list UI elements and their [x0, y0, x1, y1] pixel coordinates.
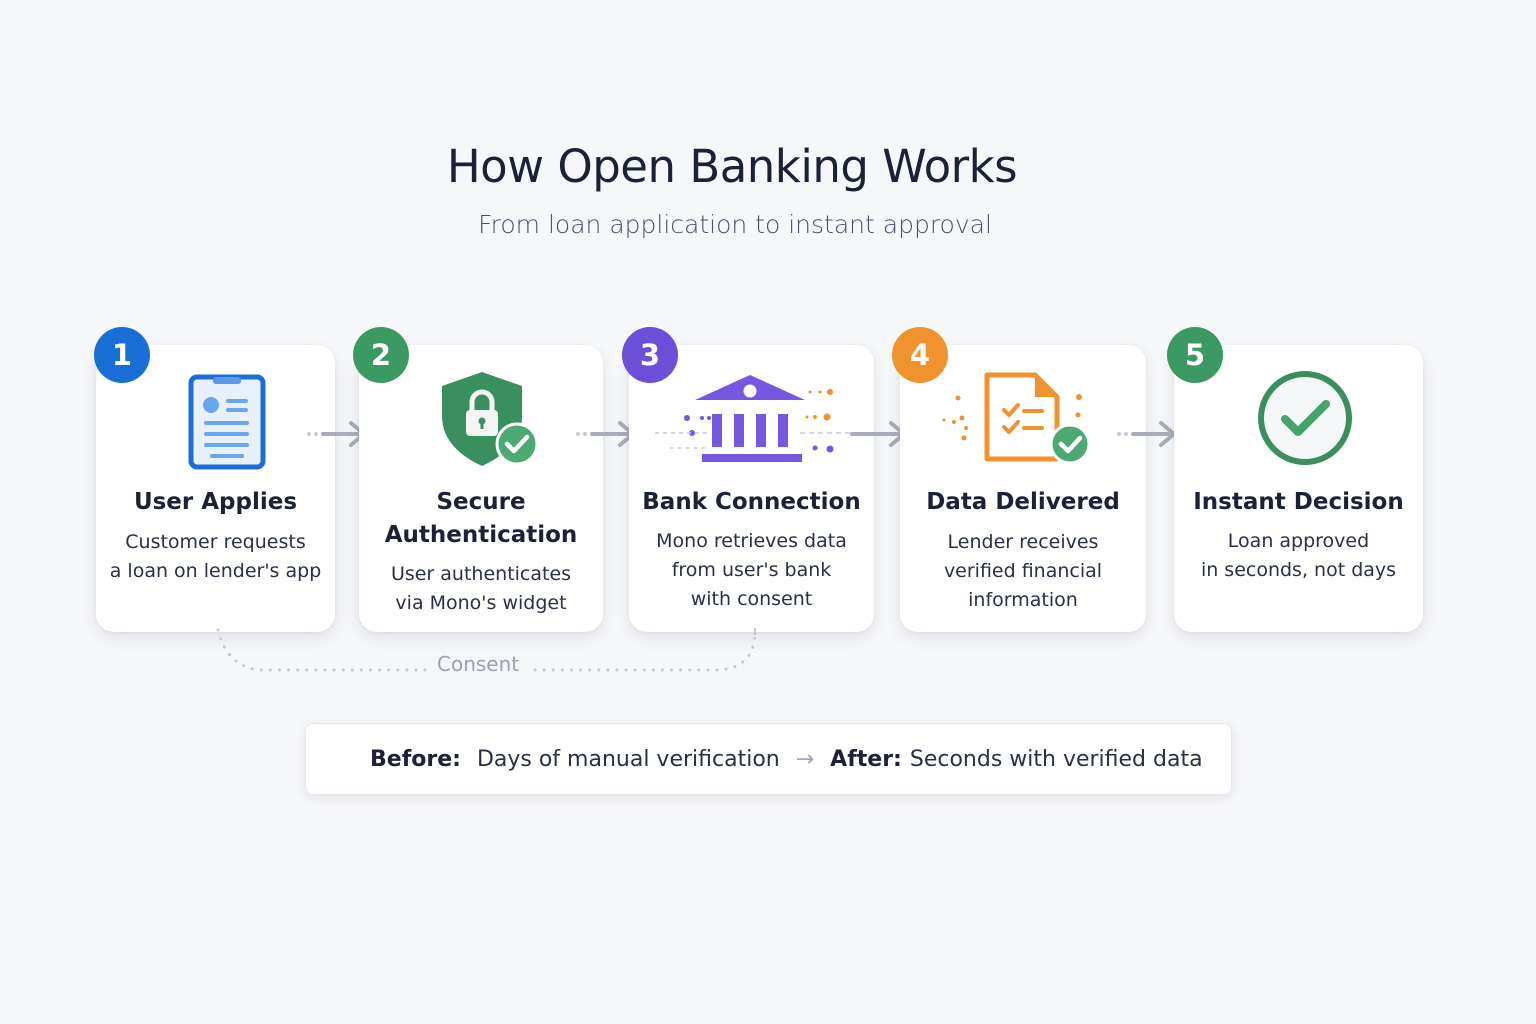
bank-icon — [655, 375, 850, 462]
before-text: Days of manual verification — [476, 746, 780, 772]
document-check-icon — [942, 372, 1091, 465]
page-subtitle: From loan application to instant approva… — [478, 210, 992, 239]
after-label: After: — [830, 746, 902, 772]
before-label: Before: — [370, 746, 461, 772]
before-after-comparison: Before: Days of manual verification → Af… — [305, 723, 1232, 795]
step-title: Data Delivered — [926, 489, 1120, 515]
step-badge-3: 3 — [622, 327, 678, 383]
step-badge-4: 4 — [892, 327, 948, 383]
flow-arrow-icon — [1117, 421, 1176, 447]
consent-label: Consent — [437, 652, 520, 676]
flow-arrow-icon — [307, 421, 366, 447]
step-badge-2: 2 — [353, 327, 409, 383]
step-badge-1: 1 — [94, 327, 150, 383]
step-title: User Applies — [133, 489, 298, 515]
check-circle-icon — [1258, 371, 1352, 465]
page-title: How Open Banking Works — [446, 140, 1018, 193]
shield-lock-icon — [442, 372, 539, 466]
arrow-right-icon: → — [795, 746, 815, 772]
step-title: Instant Decision — [1193, 489, 1404, 515]
step-title: Bank Connection — [642, 489, 861, 515]
after-text: Seconds with verified data — [909, 746, 1203, 772]
consent-connector-icon — [216, 628, 757, 672]
phone-form-icon — [188, 374, 266, 470]
step-badge-5: 5 — [1167, 327, 1223, 383]
